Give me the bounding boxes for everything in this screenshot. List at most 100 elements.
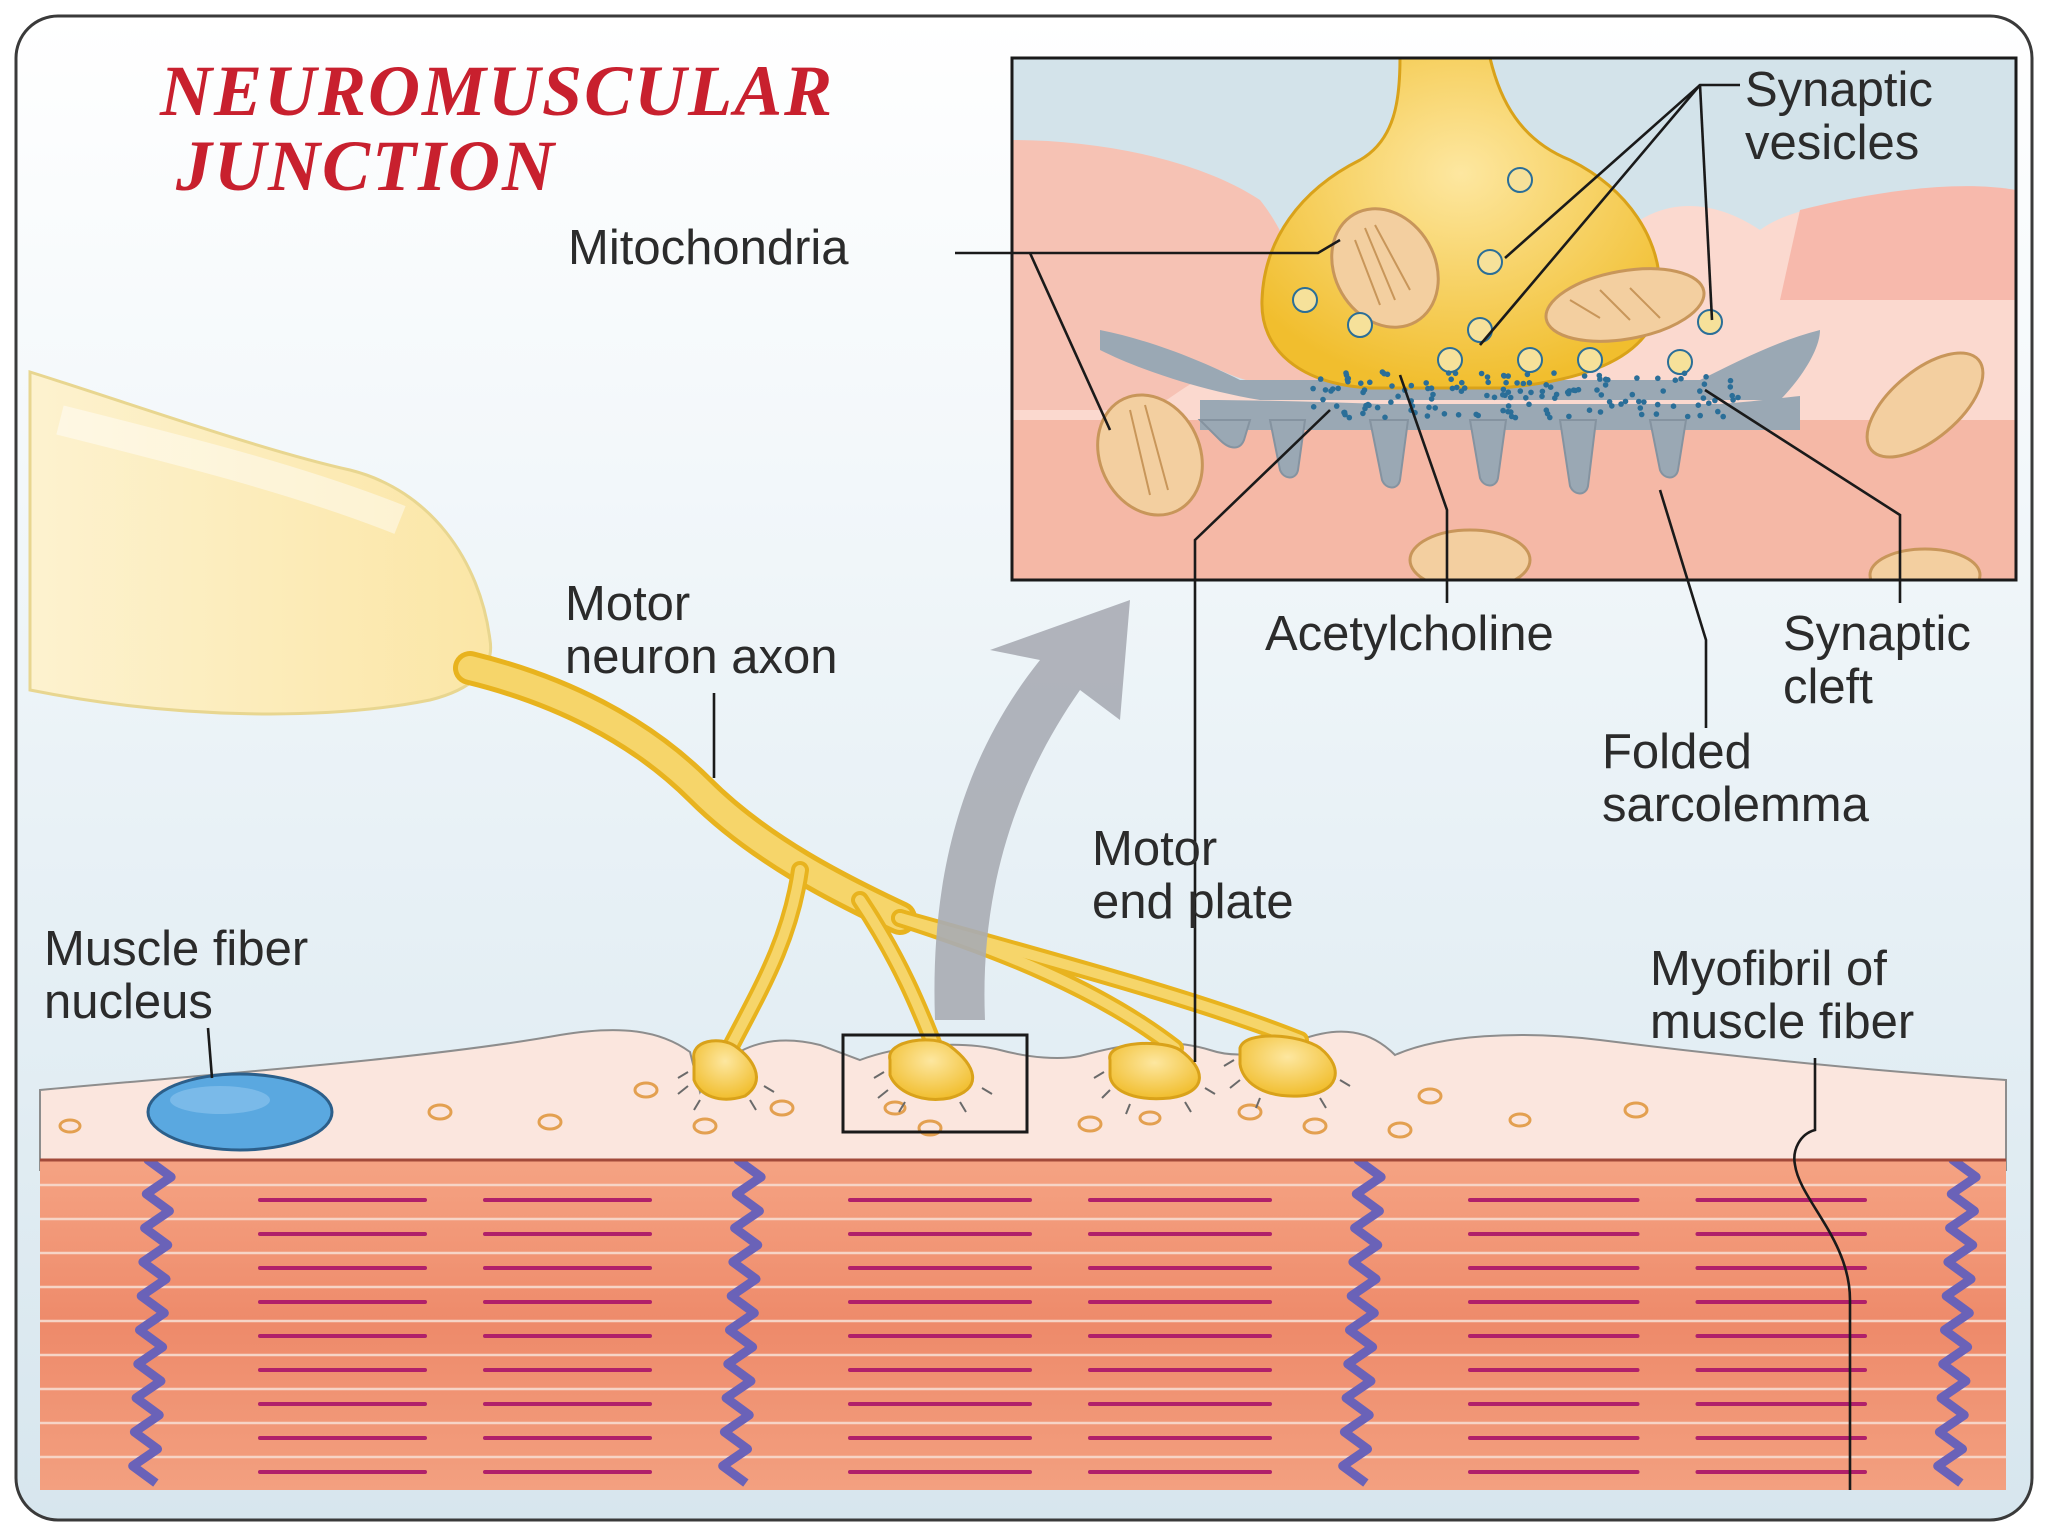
acetylcholine-molecule [1358, 380, 1364, 387]
acetylcholine-molecule [1547, 384, 1554, 391]
acetylcholine-molecule [1706, 400, 1712, 407]
acetylcholine-molecule [1552, 395, 1558, 401]
acetylcholine-molecule [1501, 373, 1507, 379]
acetylcholine-molecule [1310, 404, 1317, 410]
acetylcholine-molecule [1641, 399, 1647, 405]
acetylcholine-molecule [1345, 375, 1352, 382]
inset-mitochondria [1096, 207, 1985, 580]
acetylcholine-molecule [1459, 379, 1465, 386]
acetylcholine-molecule [1609, 403, 1615, 409]
acetylcholine-molecule [1526, 401, 1532, 408]
acetylcholine-molecule [1514, 380, 1520, 386]
acetylcholine-molecule [1379, 369, 1386, 375]
acetylcholine-molecule [1452, 370, 1459, 377]
acetylcholine-molecule [1424, 413, 1431, 419]
label-motor-end-plate-2: end plate [1092, 875, 1294, 929]
acetylcholine-molecule [1729, 392, 1735, 399]
acetylcholine-molecule [1322, 387, 1329, 393]
acetylcholine-molecule [1543, 382, 1549, 388]
synaptic-vesicle [1667, 349, 1693, 375]
acetylcholine-molecule [1432, 405, 1438, 411]
acetylcholine-molecule [1715, 408, 1721, 415]
sarcolemma-surface [39, 1029, 2007, 1171]
acetylcholine-molecule [1597, 376, 1603, 382]
acetylcholine-molecule [1712, 397, 1718, 404]
acetylcholine-molecule [1720, 413, 1726, 420]
acetylcholine-molecule [1423, 380, 1429, 386]
acetylcholine-molecule [1655, 375, 1661, 382]
acetylcholine-molecule [1430, 391, 1436, 398]
synaptic-vesicle [1467, 317, 1493, 343]
acetylcholine-molecule [1408, 382, 1415, 389]
acetylcholine-molecule [1670, 403, 1677, 410]
label-synaptic-cleft-1: Synaptic [1783, 607, 1971, 661]
synaptic-vesicle [1507, 167, 1533, 193]
label-motor-neuron-axon-2: neuron axon [565, 630, 837, 684]
synaptic-vesicle [1437, 347, 1463, 373]
acetylcholine-molecule [1445, 370, 1452, 376]
acetylcholine-molecule [1681, 370, 1688, 377]
acetylcholine-molecule [1703, 374, 1709, 380]
acetylcholine-molecule [1700, 395, 1707, 401]
acetylcholine-molecule [1730, 397, 1736, 403]
acetylcholine-molecule [1638, 411, 1645, 418]
acetylcholine-molecule [1310, 385, 1316, 392]
acetylcholine-molecule [1606, 399, 1613, 405]
label-folded-sarcolemma-1: Folded [1602, 725, 1752, 779]
acetylcholine-molecule [1500, 392, 1506, 398]
label-synaptic-cleft-2: cleft [1783, 660, 1873, 714]
acetylcholine-molecule [1618, 401, 1624, 407]
acetylcholine-molecule [1333, 403, 1340, 409]
acetylcholine-molecule [1566, 413, 1572, 420]
acetylcholine-molecule [1512, 414, 1519, 421]
acetylcholine-molecule [1367, 379, 1373, 386]
label-acetylcholine: Acetylcholine [1265, 607, 1554, 661]
acetylcholine-molecule [1653, 411, 1660, 417]
acetylcholine-molecule [1473, 411, 1479, 418]
label-folded-sarcolemma-2: sarcolemma [1602, 778, 1870, 832]
acetylcholine-molecule [1478, 370, 1485, 377]
acetylcholine-molecule [1672, 377, 1679, 384]
acetylcholine-molecule [1491, 394, 1498, 401]
acetylcholine-molecule [1526, 380, 1533, 386]
acetylcholine-molecule [1382, 414, 1388, 421]
acetylcholine-molecule [1505, 373, 1511, 379]
acetylcholine-molecule [1388, 399, 1394, 406]
motor-neuron-body [28, 369, 493, 716]
acetylcholine-molecule [1594, 387, 1600, 393]
label-myofibril-1: Myofibril of [1650, 942, 1887, 996]
acetylcholine-molecule [1426, 404, 1432, 411]
acetylcholine-molecule [1389, 383, 1395, 389]
acetylcholine-molecule [1735, 394, 1741, 401]
acetylcholine-molecule [1335, 385, 1341, 392]
label-motor-end-plate-1: Motor [1092, 822, 1217, 876]
acetylcholine-molecule [1441, 411, 1448, 417]
acetylcholine-molecule [1317, 376, 1324, 382]
acetylcholine-molecule [1586, 407, 1593, 414]
acetylcholine-molecule [1520, 380, 1527, 387]
acetylcholine-molecule [1374, 404, 1381, 411]
synaptic-vesicle [1577, 347, 1603, 373]
acetylcholine-molecule [1448, 376, 1454, 383]
z-line [1933, 1160, 1981, 1487]
acetylcholine-molecule [1484, 392, 1490, 399]
acetylcholine-molecule [1428, 396, 1435, 402]
label-synaptic-vesicles-2: vesicles [1745, 116, 1919, 170]
acetylcholine-molecule [1528, 389, 1534, 396]
title-line-1: NEUROMUSCULAR [159, 51, 834, 131]
acetylcholine-molecule [1636, 398, 1642, 405]
acetylcholine-molecule [1551, 370, 1557, 376]
acetylcholine-molecule [1505, 408, 1511, 415]
acetylcholine-molecule [1575, 386, 1582, 393]
z-line [1338, 1160, 1386, 1487]
acetylcholine-molecule [1428, 385, 1435, 392]
title-line-2: JUNCTION [175, 126, 557, 206]
magnified-region-box [841, 1033, 1029, 1134]
acetylcholine-molecule [1500, 386, 1507, 393]
acetylcholine-molecule [1458, 388, 1465, 395]
acetylcholine-molecule [1727, 377, 1734, 384]
acetylcholine-molecule [1484, 374, 1491, 380]
myofibril-band [40, 1160, 2006, 1490]
label-myofibril-2: muscle fiber [1650, 995, 1914, 1049]
